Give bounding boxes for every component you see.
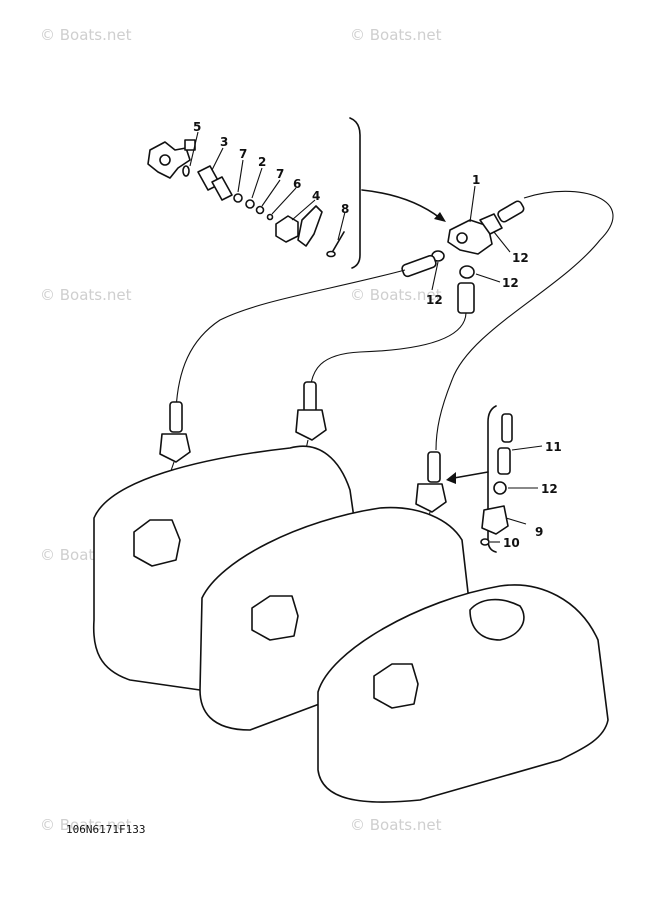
detail-bracket-right (487, 405, 497, 553)
hose-piece (497, 200, 525, 223)
detail-bracket (349, 117, 361, 269)
callout-12: 12 (426, 293, 443, 307)
exploded-parts (147, 139, 345, 258)
replacement-parts (480, 413, 543, 546)
callout-10: 10 (503, 536, 520, 550)
tank-cap (469, 598, 525, 641)
callout-3: 3 (220, 135, 228, 149)
fuel-tank (199, 506, 471, 731)
diagram-code: 106N6171F133 (66, 823, 145, 836)
callout-4: 4 (312, 189, 320, 203)
watermark: © Boats.net (40, 26, 132, 44)
callout-11: 11 (545, 440, 562, 454)
hose-piece (457, 282, 475, 314)
hose-piece (401, 254, 437, 278)
callout-2: 2 (258, 155, 266, 169)
watermark: © Boats.net (350, 286, 442, 304)
fuel-tanks (92, 445, 609, 803)
watermark: © Boats.net (40, 286, 132, 304)
callout-8: 8 (341, 202, 349, 216)
fuel-tank (317, 584, 609, 803)
o-ring (182, 165, 190, 177)
washer (233, 193, 243, 203)
callout-9: 9 (535, 525, 543, 539)
callout-6: 6 (293, 177, 301, 191)
clamp (459, 265, 475, 279)
callout-7: 7 (276, 167, 284, 181)
watermark: © Boats.net (350, 816, 442, 834)
callout-12: 12 (512, 251, 529, 265)
callout-1: 1 (472, 173, 480, 187)
fuel-lines (175, 190, 614, 451)
callout-12: 12 (502, 276, 519, 290)
callout-5: 5 (193, 120, 201, 134)
callout-12: 12 (541, 482, 558, 496)
arrow-head (434, 212, 446, 222)
gasket (275, 215, 299, 243)
detail-arrow (361, 189, 441, 219)
callout-7: 7 (239, 147, 247, 161)
callouts: 5 3 7 2 7 6 4 8 1 12 12 12 11 12 9 10 (193, 120, 562, 550)
lever (297, 205, 323, 247)
watermark: © Boats.net (40, 816, 132, 834)
assembled-joint (401, 200, 525, 314)
watermark: © Boats.net (350, 26, 442, 44)
detail-arrow-right (453, 471, 489, 479)
